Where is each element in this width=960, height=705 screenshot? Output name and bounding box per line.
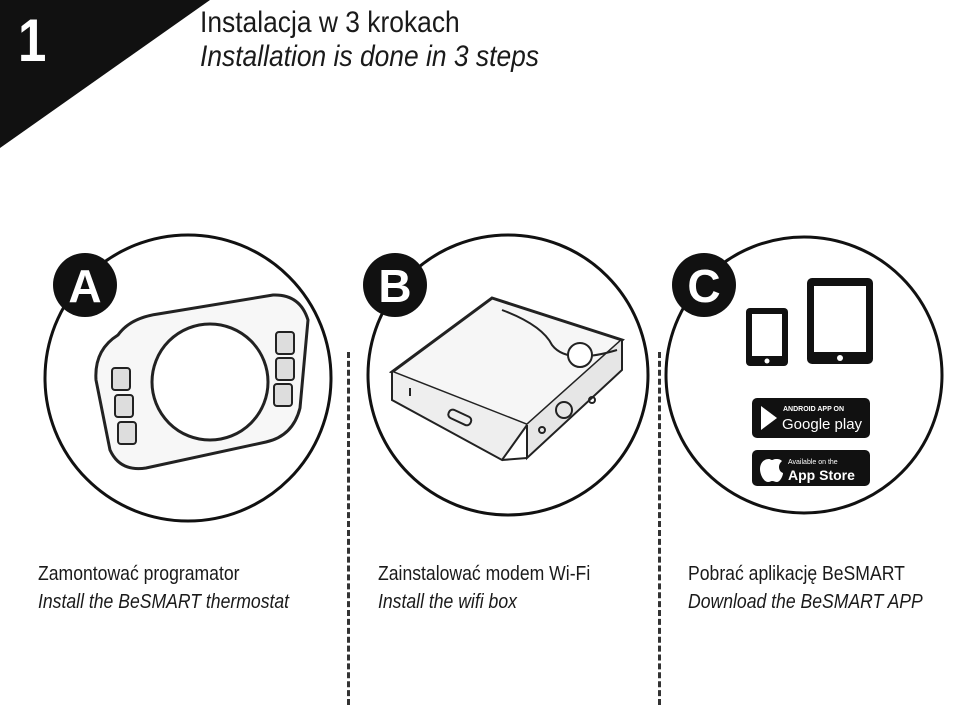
step-b-caption: Zainstalować modem Wi-Fi Install the wif… [378,560,590,616]
step-b-caption-english: Install the wifi box [378,591,517,613]
step-c-illustration: C ANDROID APP ON Google play Available o… [664,235,944,515]
step-c-caption: Pobrać aplikację BeSMART Download the Be… [688,560,923,616]
apple-icon [760,459,783,482]
divider-b-c [658,352,661,705]
tablet-icon [746,278,873,366]
step-a-caption-english: Install the BeSMART thermostat [38,591,290,613]
step-b-badge [363,253,427,317]
app-store-big-text: App Store [788,467,855,483]
title-polish: Instalacja w 3 krokach [200,6,460,39]
app-store-badge[interactable]: Available on the App Store [752,450,870,486]
app-store-small-text: Available on the [788,459,838,466]
wifi-box-icon [388,296,625,462]
step-corner-triangle [0,0,210,148]
step-c-caption-english: Download the BeSMART APP [688,591,923,613]
step-b-caption-polish: Zainstalować modem Wi-Fi [378,563,591,585]
google-play-big-text: Google play [782,416,863,433]
title-english: Installation is done in 3 steps [200,40,540,73]
google-play-icon [761,406,777,430]
step-c-caption-polish: Pobrać aplikację BeSMART [688,563,905,585]
step-b-letter: B [378,260,411,312]
page-title: Instalacja w 3 krokach Installation is d… [200,6,539,74]
step-a-caption-polish: Zamontować programator [38,563,240,585]
step-a-letter: A [68,260,101,312]
divider-a-b [347,352,350,705]
step-c-letter: C [687,260,720,312]
thermostat-icon [94,293,310,471]
step-c-badge [672,253,736,317]
google-play-small-text: ANDROID APP ON [783,406,844,413]
google-play-badge[interactable]: ANDROID APP ON Google play [752,398,870,438]
step-b-illustration: B [363,233,650,517]
step-a-illustration: A [43,233,333,523]
step-a-caption: Zamontować programator Install the BeSMA… [38,560,289,616]
step-number: 1 [18,7,46,74]
step-a-badge [53,253,117,317]
